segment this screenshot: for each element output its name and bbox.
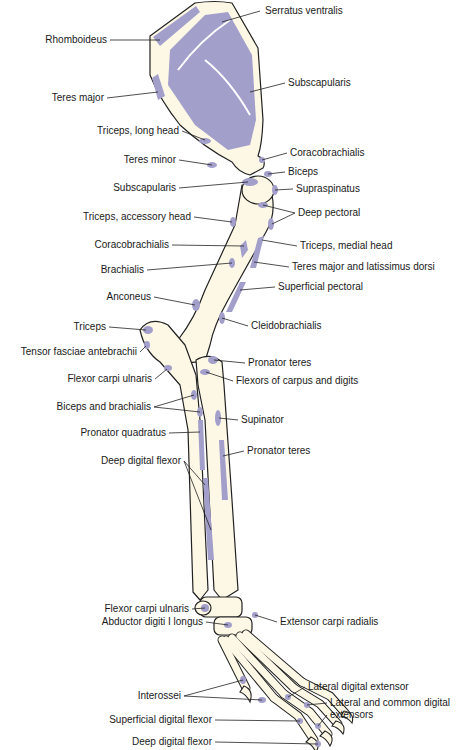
muscle-label: Triceps, accessory head xyxy=(83,211,191,223)
muscle-label: Tensor fasciae antebrachii xyxy=(21,346,137,358)
muscle-label: Flexor carpi ulnaris xyxy=(68,373,152,385)
muscle-label: Anconeus xyxy=(107,291,151,303)
muscle-label: Subscapularis xyxy=(288,77,351,89)
muscle-label: Flexors of carpus and digits xyxy=(236,375,358,387)
muscle-label: Deep digital flexor xyxy=(132,736,212,748)
muscle-label: Rhomboideus xyxy=(45,34,107,46)
muscle-label: Teres minor xyxy=(124,154,176,166)
muscle-label: Flexor carpi ulnaris xyxy=(105,603,189,615)
muscle-label: Abductor digiti I longus xyxy=(102,616,203,628)
muscle-label: Lateral digital extensor xyxy=(308,681,409,693)
muscle-label: Deep pectoral xyxy=(298,207,360,219)
muscle-label: Supraspinatus xyxy=(296,183,360,195)
muscle-label: Superficial pectoral xyxy=(278,281,363,293)
muscle-label: Triceps xyxy=(74,321,106,333)
muscle-label: Coracobrachialis xyxy=(290,147,364,159)
muscle-label: Triceps, medial head xyxy=(300,240,392,252)
muscle-label: Serratus ventralis xyxy=(265,5,343,17)
muscle-label: Biceps xyxy=(288,166,318,178)
muscle-label: Pronator teres xyxy=(247,445,310,457)
muscle-label: Deep digital flexor xyxy=(101,455,181,467)
muscle-label: Extensor carpi radialis xyxy=(280,616,378,628)
muscle-label: Teres major xyxy=(52,92,104,104)
muscle-label: Supinator xyxy=(241,414,284,426)
muscle-label: Interossei xyxy=(138,690,181,702)
muscle-label: Teres major and latissimus dorsi xyxy=(292,261,435,273)
muscle-label: Brachialis xyxy=(101,264,144,276)
muscle-label: Subscapularis xyxy=(113,182,176,194)
muscle-label: Pronator teres xyxy=(248,357,311,369)
muscle-label: Biceps and brachialis xyxy=(57,401,152,413)
muscle-label: Coracobrachialis xyxy=(95,239,169,251)
muscle-label: Cleidobrachialis xyxy=(251,320,322,332)
muscle-label: Lateral and common digital extensors xyxy=(330,697,454,721)
muscle-label: Triceps, long head xyxy=(97,125,179,137)
muscle-label: Superficial digital flexor xyxy=(109,714,212,726)
muscle-label: Pronator quadratus xyxy=(80,427,166,439)
